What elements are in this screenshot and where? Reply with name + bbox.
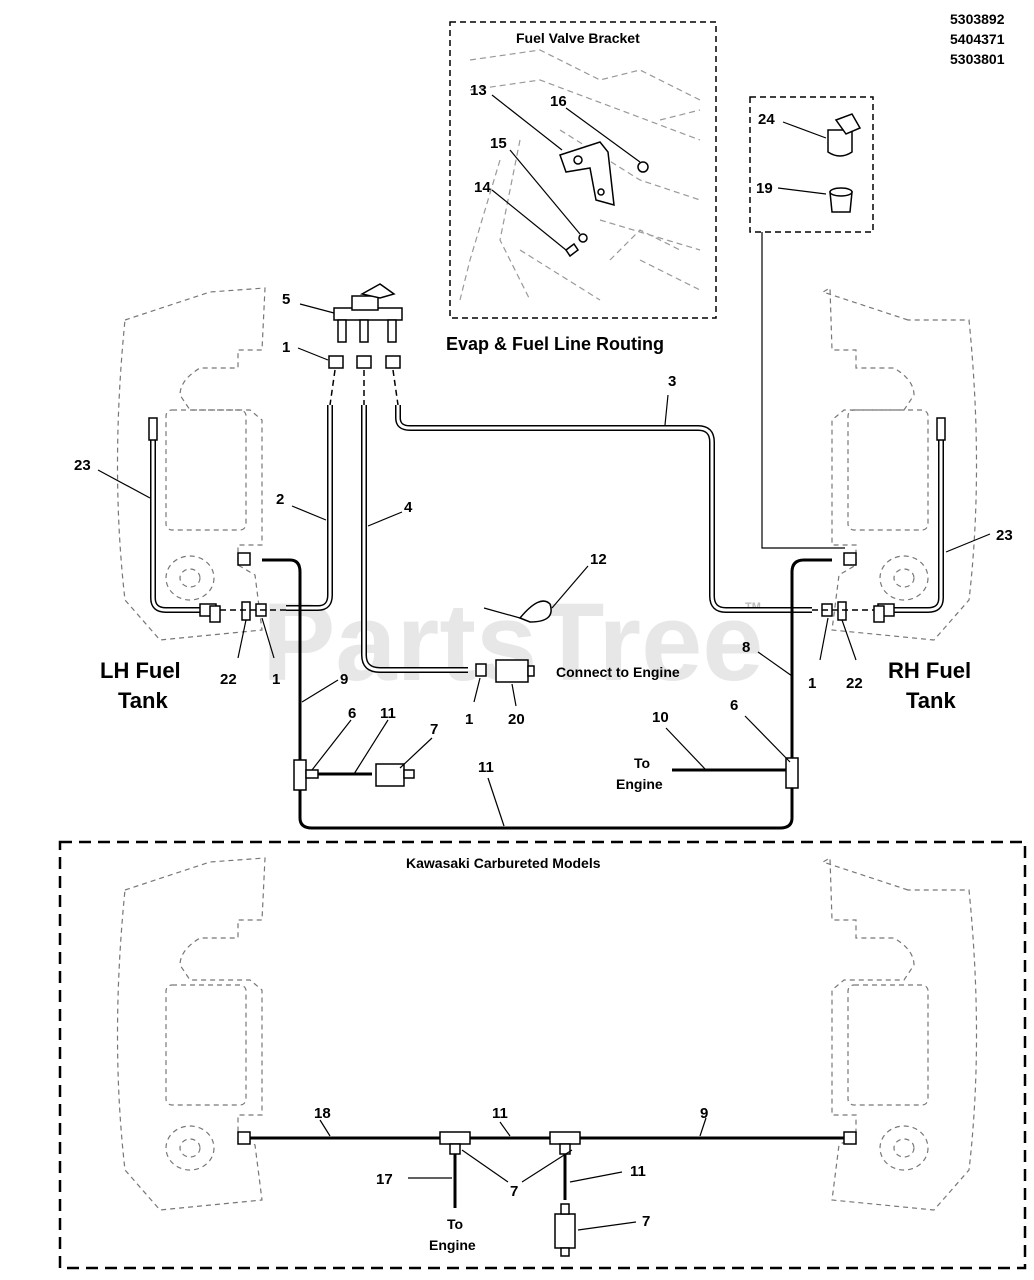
washer-part: [578, 233, 588, 243]
callout-22-left: 22: [220, 671, 237, 688]
bolt-part: [564, 242, 580, 258]
callout-12: 12: [590, 551, 607, 568]
lh-tank-label-1: LH Fuel: [100, 658, 181, 683]
callout-15: 15: [490, 135, 507, 152]
part-number-3: 5303801: [950, 51, 1005, 67]
rh-tank-label-1: RH Fuel: [888, 658, 971, 683]
lh-fittings: 22 1 LH Fuel Tank: [100, 601, 286, 713]
callout-7-filter: 7: [430, 721, 438, 738]
kawasaki-fuel-filter-part: [554, 1213, 576, 1249]
callout-1-canister: 1: [465, 711, 473, 728]
callout-4: 4: [404, 499, 413, 516]
callout-17: 17: [376, 1171, 393, 1188]
to-engine-label-1: To: [634, 755, 650, 771]
callout-2: 2: [276, 491, 284, 508]
callout-9: 9: [340, 671, 348, 688]
fuel-filter-part: [375, 763, 405, 787]
callout-11-kawasaki: 11: [492, 1105, 508, 1122]
callout-1-right: 1: [808, 675, 816, 692]
tee-right-part: [785, 757, 799, 789]
fuel-valve-bracket-inset: Fuel Valve Bracket 13 16 15 14: [449, 21, 717, 319]
part-number-2: 5404371: [950, 31, 1005, 47]
kawasaki-tee-right-part: [549, 1131, 581, 1145]
callout-18: 18: [314, 1105, 331, 1122]
callout-13: 13: [470, 82, 487, 99]
callout-1-valve: 1: [282, 339, 290, 356]
fuel-valve-bracket-part: [559, 141, 615, 207]
fuel-loop: 9 6 11 7 11 8 10 6 To Engine: [237, 552, 857, 830]
callout-8: 8: [742, 639, 750, 656]
tie-strap: 12: [483, 551, 607, 623]
tee-left-part: [293, 759, 307, 791]
callout-6-left: 6: [348, 705, 356, 722]
callout-11-filter: 11: [630, 1163, 646, 1180]
watermark: PartsTree: [262, 581, 763, 704]
upper-tanks: [116, 286, 978, 641]
callout-6-right: 6: [730, 697, 738, 714]
rh-tank-label-2: Tank: [906, 688, 956, 713]
hose-2: 2: [276, 405, 333, 611]
vent-lines: 23 23: [74, 417, 1013, 623]
to-engine-label-2: Engine: [616, 776, 663, 792]
callout-14: 14: [474, 179, 491, 196]
callout-23-right: 23: [996, 527, 1013, 544]
kawasaki-to-engine-2: Engine: [429, 1237, 476, 1253]
fuel-valve-assembly: 5 1: [282, 283, 403, 406]
callout-1-left: 1: [272, 671, 280, 688]
callout-5: 5: [282, 291, 290, 308]
callout-7-tees: 7: [510, 1183, 518, 1200]
vent-valve-part: [827, 129, 853, 157]
callout-20: 20: [508, 711, 525, 728]
callout-22-right: 22: [846, 675, 863, 692]
hose-4: 4 1 20 Connect to Engine: [361, 405, 680, 728]
callout-9-kawasaki: 9: [700, 1105, 708, 1122]
inset-title-kawasaki: Kawasaki Carbureted Models: [406, 855, 601, 871]
callout-24: 24: [758, 111, 775, 128]
inset-title-bracket: Fuel Valve Bracket: [516, 30, 640, 46]
callout-7-filter-kawasaki: 7: [642, 1213, 650, 1230]
callout-11-left: 11: [380, 705, 396, 722]
kawasaki-tee-left-part: [439, 1131, 471, 1145]
carbon-canister-part: [495, 659, 529, 683]
hose-3: 3: [395, 373, 812, 613]
callout-10: 10: [652, 709, 669, 726]
nut-part: [637, 161, 649, 173]
part-number-1: 5303892: [950, 11, 1005, 27]
fuel-cap-inset: 24 19: [749, 96, 874, 549]
kawasaki-to-engine-1: To: [447, 1216, 463, 1232]
routing-heading: Evap & Fuel Line Routing: [446, 334, 664, 354]
rh-fittings: 1 22 RH Fuel Tank: [808, 601, 971, 713]
callout-23-left: 23: [74, 457, 91, 474]
callout-19: 19: [756, 180, 773, 197]
lh-tank-label-2: Tank: [118, 688, 168, 713]
callout-11-bottom: 11: [478, 759, 494, 776]
connect-to-engine-label: Connect to Engine: [556, 664, 680, 680]
kawasaki-inset: Kawasaki Carbureted Models 1: [58, 840, 1027, 1270]
callout-16: 16: [550, 93, 567, 110]
callout-3: 3: [668, 373, 676, 390]
